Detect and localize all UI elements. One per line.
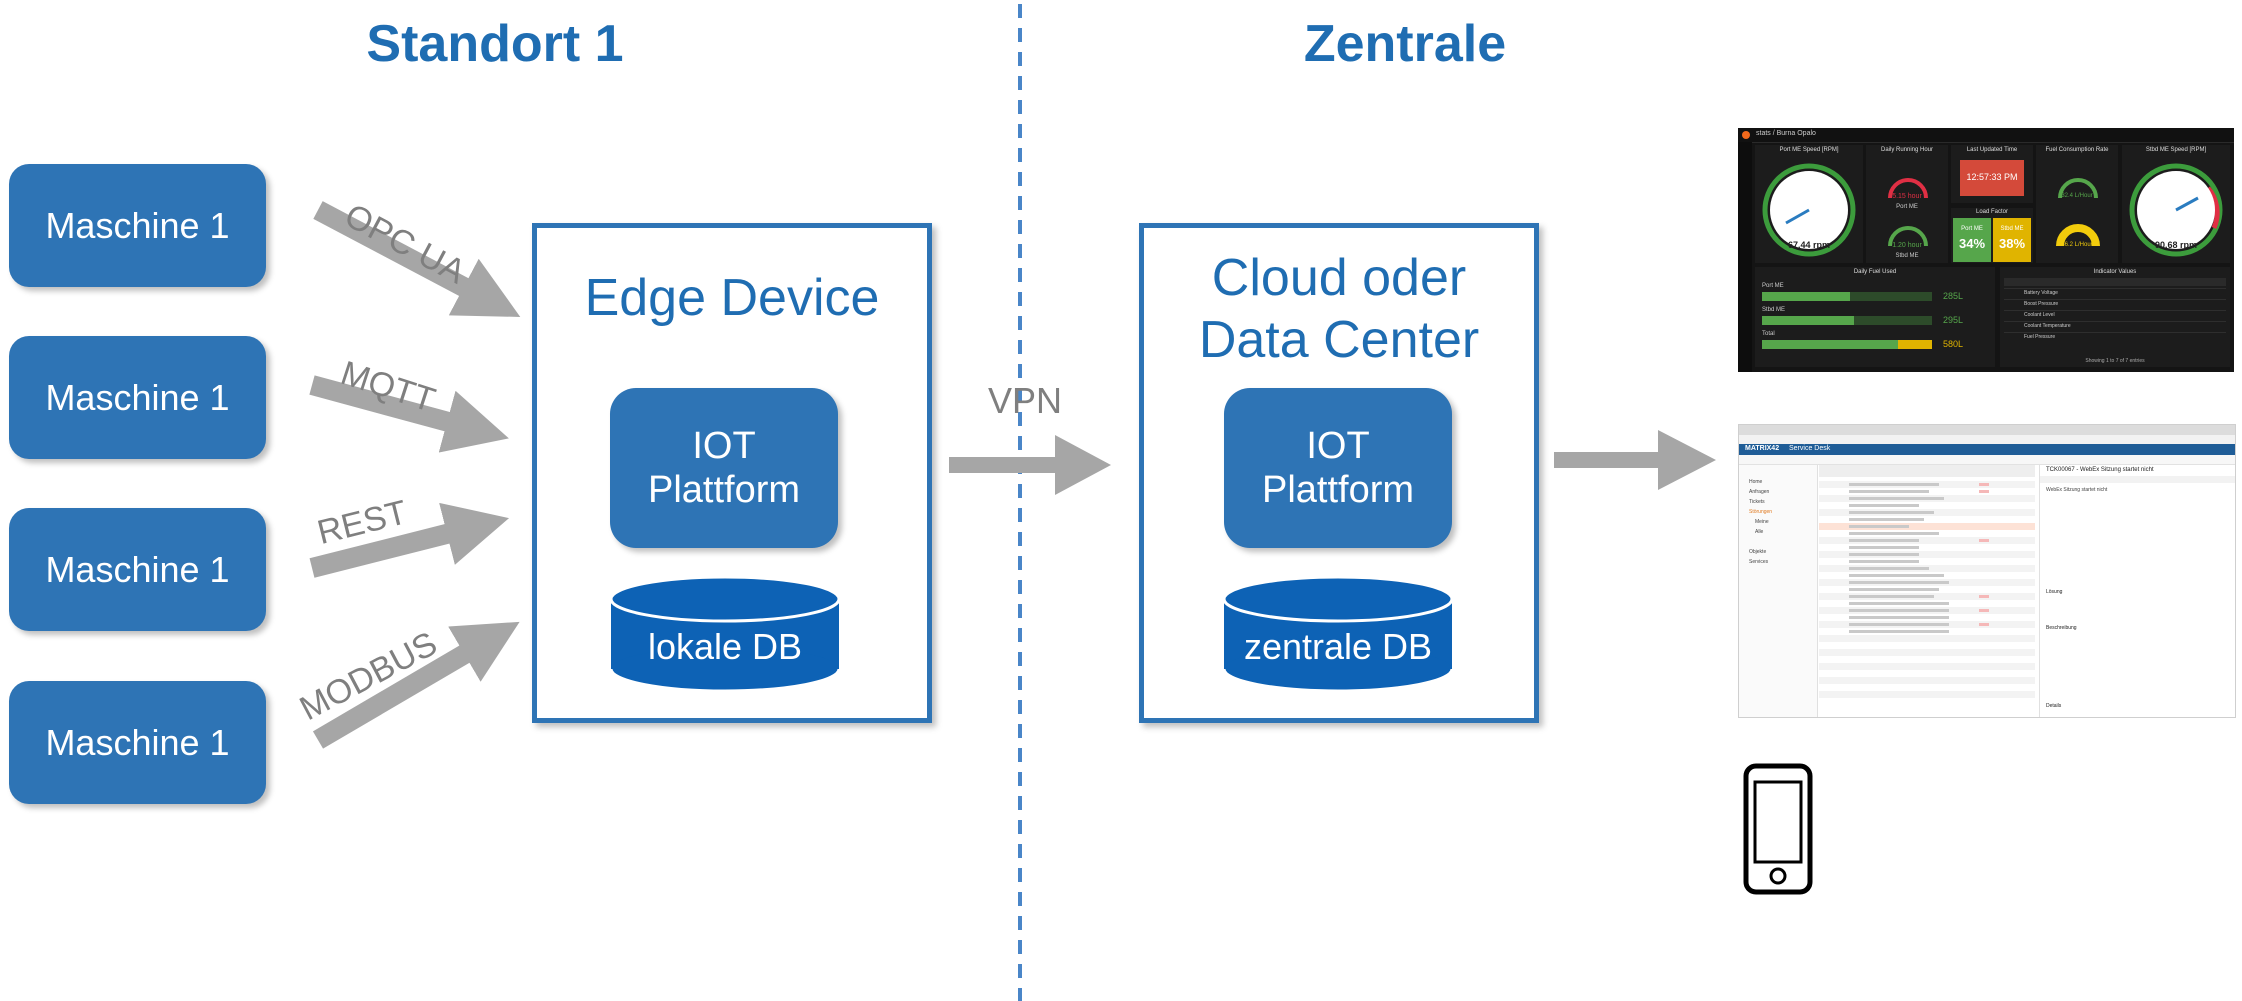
load-port-value: 34% xyxy=(1958,236,1986,251)
app-header: MATRIX42 Service Desk xyxy=(1739,444,2235,455)
grafana-logo-icon xyxy=(1742,131,1750,139)
dashboard-breadcrumb: stats / Burna Opalo xyxy=(1756,130,1816,137)
running-hour-2: 1.20 hour xyxy=(1892,242,1922,249)
machine-label: Maschine 1 xyxy=(45,548,230,590)
fuel-row-value: 285L xyxy=(1943,291,1964,301)
machine-3[interactable]: Maschine 1 xyxy=(9,508,266,631)
nav-item[interactable]: Anfragen xyxy=(1749,489,1770,495)
panel-title: Fuel Consumption Rate xyxy=(2045,147,2109,153)
app-toolbar xyxy=(1739,455,2235,465)
indicator-title: Indicator Values xyxy=(2093,269,2137,275)
ticket-list xyxy=(1819,465,2035,698)
fuel-row-value: 580L xyxy=(1943,339,1964,349)
gauge-value-right: 90.68 rpm xyxy=(2154,240,2198,250)
ticket-subtitle: WebEx Sitzung startet nicht xyxy=(2046,487,2108,493)
fuel-row-label: Total xyxy=(1762,331,1775,337)
machine-label: Maschine 1 xyxy=(45,376,230,418)
gauge-value-left: 67.44 rpm xyxy=(1787,240,1831,250)
detail-section: Details xyxy=(2046,703,2062,709)
browser-addressbar xyxy=(1739,435,2235,444)
dashboard-topbar: stats / Burna Opalo xyxy=(1738,128,2234,143)
sd-sidebar: Home Anfragen Tickets Störungen Meine Al… xyxy=(1739,465,1818,717)
arrow-rest xyxy=(309,502,510,578)
heading-standort: Standort 1 xyxy=(366,15,624,73)
ticket-detail: TCK00067 - WebEx Sitzung startet nicht W… xyxy=(2039,465,2235,717)
load-factor-title: Load Factor xyxy=(1975,209,2009,215)
indicator-row: Boost Pressure xyxy=(2024,301,2059,307)
edge-device-box: Edge Device IOT Plattform lokale DB xyxy=(532,223,932,723)
machine-label: Maschine 1 xyxy=(45,721,230,763)
cloud-iot-platform[interactable]: IOT Plattform xyxy=(1224,388,1452,548)
arrow-modbus xyxy=(312,621,520,749)
machine-4[interactable]: Maschine 1 xyxy=(9,681,266,804)
protocol-arrows xyxy=(309,201,521,749)
nav-item[interactable]: Alle xyxy=(1755,529,1764,535)
stbd-me-label: Stbd ME xyxy=(1895,253,1919,259)
port-me-label: Port ME xyxy=(1896,204,1918,210)
iot-label: Plattform xyxy=(1261,469,1415,511)
fuel-row-value: 295L xyxy=(1943,315,1964,325)
last-updated-time: 12:57:33 PM xyxy=(1966,172,2018,182)
cloud-title-line2: Data Center xyxy=(1198,311,1480,369)
browser-tabbar xyxy=(1739,425,2235,435)
cloud-db-cylinder xyxy=(1222,575,1454,693)
indicator-row: Coolant Level xyxy=(2024,312,2055,318)
cloud-title-line1: Cloud oder xyxy=(1211,249,1467,307)
panel-title: Daily Running Hour xyxy=(1880,147,1934,153)
arrow-mqtt xyxy=(309,375,509,453)
edge-db-cylinder xyxy=(609,575,841,693)
nav-item[interactable]: Objekte xyxy=(1749,549,1767,555)
app-logo: MATRIX42 xyxy=(1745,445,1780,452)
iot-label: IOT xyxy=(692,425,756,467)
load-stbd-value: 38% xyxy=(1998,236,2026,251)
servicedesk-screenshot[interactable]: MATRIX42 Service Desk Home Anfragen Tick… xyxy=(1738,424,2236,718)
iot-label: Plattform xyxy=(647,469,801,511)
edge-iot-platform[interactable]: IOT Plattform xyxy=(610,388,838,548)
detail-toolbar xyxy=(2040,476,2235,483)
output-arrow xyxy=(1554,430,1716,490)
table-footer: Showing 1 to 7 of 7 entries xyxy=(2085,358,2145,364)
indicator-row: Fuel Pressure xyxy=(2024,334,2056,340)
fuel-row-label: Stbd ME xyxy=(1762,307,1786,313)
panel-title: Port ME Speed [RPM] xyxy=(1779,147,1839,153)
nav-item[interactable]: Services xyxy=(1749,559,1769,565)
cloud-box: Cloud oder Data Center IOT Plattform zen… xyxy=(1139,223,1539,723)
edge-db-label: lokale DB xyxy=(647,626,803,667)
heading-zentrale: Zentrale xyxy=(1303,15,1507,73)
dashboard-panels xyxy=(1755,145,2230,367)
fuel-row-label: Port ME xyxy=(1762,283,1784,289)
arrow-opcua xyxy=(313,201,521,317)
detail-section: Lösung xyxy=(2046,589,2063,595)
site-divider xyxy=(1018,4,1022,1001)
fuel-rate-2: 36.2 L/Hour xyxy=(2061,242,2093,248)
detail-section: Beschreibung xyxy=(2046,625,2077,631)
machine-label: Maschine 1 xyxy=(45,204,230,246)
app-name: Service Desk xyxy=(1789,445,1831,452)
load-port-label: Port ME xyxy=(1961,226,1983,232)
nav-item[interactable]: Meine xyxy=(1755,519,1769,525)
vpn-label: VPN xyxy=(988,380,1063,421)
edge-device-title: Edge Device xyxy=(584,269,880,327)
machine-1[interactable]: Maschine 1 xyxy=(9,164,266,287)
cloud-db-label: zentrale DB xyxy=(1243,626,1433,667)
panel-title: Last Updated Time xyxy=(1966,147,2018,153)
vpn-arrow xyxy=(949,435,1111,495)
nav-item[interactable]: Tickets xyxy=(1749,499,1765,505)
nav-item[interactable]: Störungen xyxy=(1749,509,1773,515)
dashboard-sidebar xyxy=(1738,142,1752,372)
nav-item[interactable]: Home xyxy=(1749,479,1763,485)
running-hour-1: 5.15 hour xyxy=(1892,193,1922,200)
dashboard-screenshot[interactable]: stats / Burna Opalo xyxy=(1738,128,2234,372)
smartphone-icon xyxy=(1743,763,1813,895)
iot-label: IOT xyxy=(1306,425,1370,467)
daily-fuel-title: Daily Fuel Used xyxy=(1853,269,1897,275)
fuel-rate-1: 32.4 L/Hour xyxy=(2061,193,2093,199)
load-stbd-label: Stbd ME xyxy=(2000,226,2024,232)
panel-title: Stbd ME Speed [RPM] xyxy=(2145,147,2207,153)
machine-2[interactable]: Maschine 1 xyxy=(9,336,266,459)
indicator-row: Coolant Temperature xyxy=(2024,323,2071,329)
indicator-row: Battery Voltage xyxy=(2024,290,2058,296)
ticket-title: TCK00067 - WebEx Sitzung startet nicht xyxy=(2046,467,2154,473)
